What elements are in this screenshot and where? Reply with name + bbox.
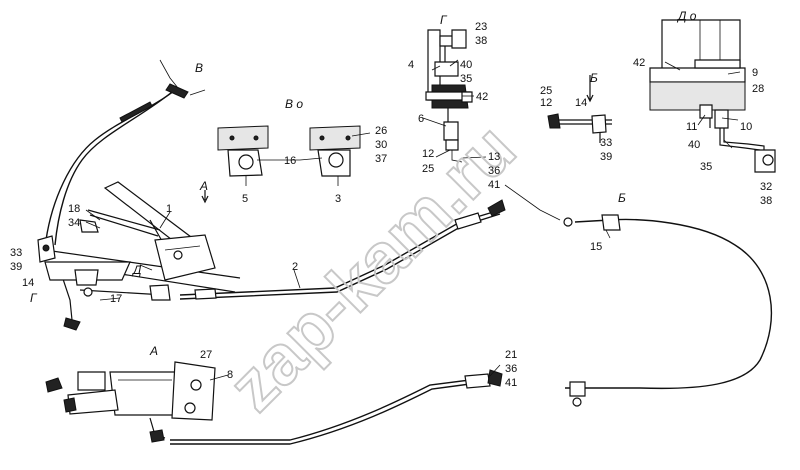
view-arrow-g: Г — [30, 291, 38, 305]
view-letter-b-upper: Б — [590, 71, 598, 85]
label-25-lower: 25 — [422, 163, 434, 175]
label-40-upper: 40 — [460, 59, 472, 71]
label-25-upper: 25 — [540, 85, 552, 97]
view-arrow-d: Д — [131, 263, 142, 277]
view-letter-d: Д о — [676, 9, 697, 23]
label-5: 5 — [242, 193, 248, 205]
pedal-assembly — [37, 181, 241, 331]
label-14-upper: 14 — [575, 97, 587, 109]
view-letter-a: А — [149, 344, 158, 358]
label-35-upper: 35 — [460, 73, 472, 85]
label-27: 27 — [200, 349, 212, 361]
view-b-upper — [547, 75, 612, 143]
label-38-right: 38 — [760, 195, 772, 207]
label-8: 8 — [227, 369, 233, 381]
label-10: 10 — [740, 121, 752, 133]
label-9: 9 — [752, 67, 758, 79]
label-39-upper: 39 — [600, 151, 612, 163]
label-28: 28 — [752, 83, 764, 95]
label-15: 15 — [590, 241, 602, 253]
cable-b — [504, 184, 772, 407]
label-40-right: 40 — [688, 139, 700, 151]
label-39-left: 39 — [10, 261, 22, 273]
label-11: 11 — [686, 121, 697, 133]
label-34: 34 — [68, 217, 80, 229]
view-arrow-a: А — [199, 179, 208, 193]
leader-lines — [85, 59, 741, 381]
label-42-upper: 42 — [476, 91, 488, 103]
label-6: 6 — [418, 113, 424, 125]
label-35-right: 35 — [700, 161, 712, 173]
label-1: 1 — [166, 203, 172, 215]
label-37: 37 — [375, 153, 387, 165]
upper-left-cable-assembly — [45, 59, 206, 246]
label-12-lower: 12 — [422, 148, 434, 160]
label-33-upper: 33 — [600, 137, 612, 149]
label-41-lower: 41 — [505, 377, 517, 389]
label-42-right: 42 — [633, 57, 645, 69]
view-a-device — [45, 361, 503, 445]
label-36-upper: 36 — [488, 165, 500, 177]
view-g-assembly — [425, 29, 473, 163]
label-32: 32 — [760, 181, 772, 193]
label-30: 30 — [375, 139, 387, 151]
view-letter-v: В — [195, 61, 203, 75]
label-13: 13 — [488, 151, 500, 163]
label-38-upper: 38 — [475, 35, 487, 47]
label-2: 2 — [292, 261, 298, 273]
label-17: 17 — [110, 293, 122, 305]
view-letter-g: Г — [440, 13, 448, 27]
label-21: 21 — [505, 349, 517, 361]
label-16: 16 — [284, 155, 296, 167]
label-23: 23 — [475, 21, 487, 33]
view-d-assembly — [649, 19, 776, 173]
label-18: 18 — [68, 203, 80, 215]
label-14-left: 14 — [22, 277, 34, 289]
label-33-left: 33 — [10, 247, 22, 259]
view-v-brackets — [201, 125, 371, 204]
label-36-lower: 36 — [505, 363, 517, 375]
view-letter-b-lower: Б — [618, 191, 626, 205]
label-12-upper: 12 — [540, 97, 552, 109]
label-3: 3 — [335, 193, 341, 205]
cable-2 — [179, 199, 506, 300]
label-41-upper: 41 — [488, 179, 500, 191]
label-4: 4 — [408, 59, 414, 71]
label-26: 26 — [375, 125, 387, 137]
view-letter-v-circle: В о — [285, 97, 303, 111]
